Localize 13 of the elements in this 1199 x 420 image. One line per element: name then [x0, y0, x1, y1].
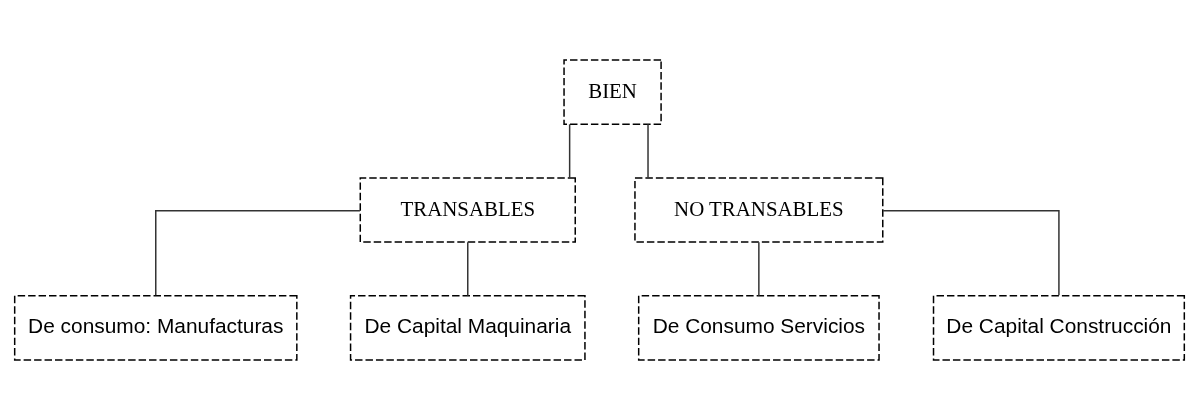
connector: [155, 210, 361, 297]
node-box: BIEN: [563, 59, 662, 125]
connector: [647, 123, 649, 179]
node-box: De consumo: Manufacturas: [13, 295, 298, 361]
connector: [467, 241, 469, 297]
node-box: TRANSABLES: [359, 177, 576, 243]
node-box: NO TRANSABLES: [634, 177, 884, 243]
node-box: De Consumo Servicios: [637, 295, 880, 361]
node-box: De Capital Maquinaria: [349, 295, 586, 361]
connector: [758, 241, 760, 297]
node-box: De Capital Construcción: [932, 295, 1186, 361]
connector: [882, 210, 1060, 297]
connector: [568, 123, 571, 179]
